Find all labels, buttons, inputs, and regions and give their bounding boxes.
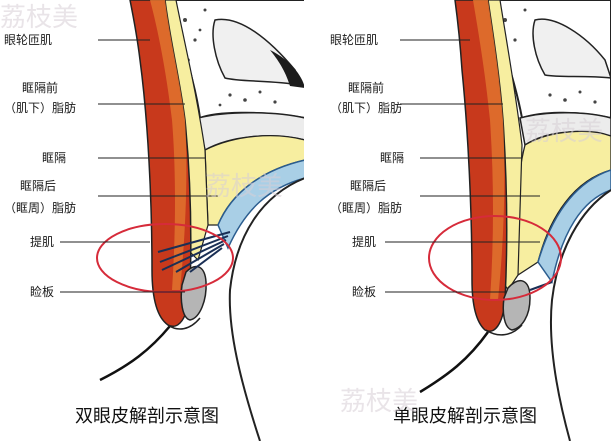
orbital-bone-inner xyxy=(212,18,302,86)
label-septum: 眶隔 xyxy=(42,151,66,165)
caption-single-eyelid: 单眼皮解剖示意图 xyxy=(393,406,537,427)
single-eyelid-diagram: 眼轮匝肌 眶隔前 （肌下）脂肪 眶隔 眶隔后 （眶周）脂肪 提肌 睑板 单眼皮解… xyxy=(330,0,611,441)
label-periorbital-fat: （眶周）脂肪 xyxy=(330,200,402,215)
label-submuscular-fat: （肌下）脂肪 xyxy=(4,100,76,115)
lid-edge xyxy=(167,317,201,330)
label-orbicularis: 眼轮匝肌 xyxy=(4,33,52,47)
eyelash xyxy=(419,331,490,394)
label-tarsus: 睑板 xyxy=(352,285,376,299)
double-eyelid-diagram: 眼轮匝肌 眶隔前 （肌下）脂肪 眶隔 眶隔后 （眶周）脂肪 提肌 睑板 双眼皮解… xyxy=(4,0,306,441)
tarsal-plate xyxy=(502,279,531,331)
levator-muscle xyxy=(537,169,611,284)
label-tarsus: 睑板 xyxy=(30,285,54,299)
bone-dark-tip xyxy=(270,50,305,88)
watermark: 荔枝美 xyxy=(205,172,283,202)
label-levator: 提肌 xyxy=(352,234,376,249)
eyelash xyxy=(99,325,171,382)
tarsal-plate xyxy=(180,265,207,321)
label-preseptal: 眶隔前 xyxy=(22,80,58,95)
label-preseptal: 眶隔前 xyxy=(348,80,384,95)
orbicularis-highlight xyxy=(150,0,187,290)
orbital-bone-inner xyxy=(532,18,611,79)
eyeball-curve xyxy=(228,177,306,441)
levator-fibers xyxy=(157,231,231,273)
lid-edge xyxy=(485,324,523,336)
watermark: 荔枝美 xyxy=(525,117,603,147)
watermark: 荔枝美 xyxy=(340,387,418,417)
watermark: 荔枝美 xyxy=(0,3,78,33)
label-postseptal: 眶隔后 xyxy=(20,179,56,193)
label-postseptal: 眶隔后 xyxy=(350,179,386,193)
label-periorbital-fat: （眶周）脂肪 xyxy=(4,200,76,215)
caption-double-eyelid: 双眼皮解剖示意图 xyxy=(75,406,219,427)
label-submuscular-fat: （肌下）脂肪 xyxy=(330,100,402,115)
orbicularis-highlight xyxy=(473,0,505,300)
leader-lines xyxy=(385,39,540,293)
eyeball-curve xyxy=(549,189,611,441)
fold-highlight-circle xyxy=(428,215,562,301)
label-levator: 提肌 xyxy=(30,234,54,249)
label-septum: 眶隔 xyxy=(380,151,404,165)
leader-lines xyxy=(60,39,218,293)
bone-texture-dots xyxy=(503,8,597,104)
label-orbicularis: 眼轮匝肌 xyxy=(330,33,378,47)
